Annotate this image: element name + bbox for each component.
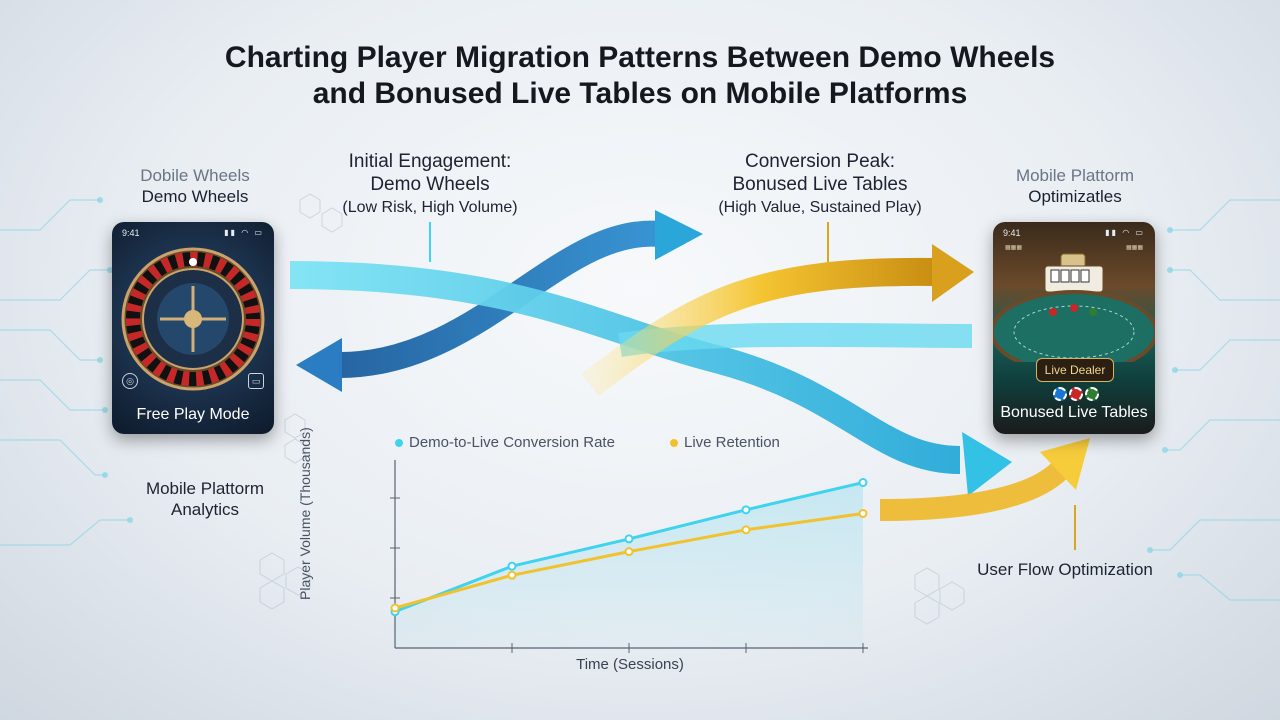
legend-label-conversion: Demo-to-Live Conversion Rate xyxy=(409,434,615,451)
area-fill xyxy=(395,482,863,648)
settings-button-icon[interactable]: ▦▦▦ xyxy=(1125,245,1143,251)
free-play-caption: Free Play Mode xyxy=(136,406,250,423)
page-title: Charting Player Migration Patterns Betwe… xyxy=(140,40,1140,112)
analytics-label: Mobile Plattorm Analytics xyxy=(105,478,305,520)
legend-label-retention: Live Retention xyxy=(684,434,780,451)
demo-wheels-header: Dobile Wheels Demo Wheels xyxy=(100,165,290,207)
title-line-2: and Bonused Live Tables on Mobile Platfo… xyxy=(312,77,968,110)
demo-to-live-arrow xyxy=(289,261,961,474)
data-point-retention xyxy=(390,603,400,613)
optimization-arrow xyxy=(879,461,1068,521)
user-flow-label: User Flow Optimization xyxy=(977,560,1153,579)
conversion-arrow xyxy=(581,257,936,397)
conversion-line-1: Conversion Peak: xyxy=(745,151,895,172)
green-chip-icon xyxy=(1085,387,1099,401)
conversion-arrowhead xyxy=(932,244,974,302)
data-point-retention xyxy=(741,525,751,535)
legend-swatch-conversion xyxy=(395,439,403,448)
data-point-retention xyxy=(624,547,634,557)
platform-line-1: Mobile Plattorm xyxy=(1015,166,1135,185)
initial-line-3: (Low Risk, High Volume) xyxy=(342,199,518,216)
card-icon[interactable]: ▭ xyxy=(248,373,264,389)
blue-chip-icon xyxy=(1053,387,1067,401)
demo-to-live-arrowhead xyxy=(962,432,1012,496)
data-point-retention xyxy=(858,508,868,518)
return-arrowhead-right xyxy=(655,210,703,260)
chip-icon[interactable]: ◎ xyxy=(122,373,138,389)
y-axis-label: Player Volume (Thousands) xyxy=(297,427,313,600)
data-point-conversion xyxy=(624,534,634,544)
demo-wheel-phone[interactable]: 9:41 ▮▮ ◠ ▭ ◎ ▭ Free Play Mode xyxy=(112,222,274,434)
conversion-peak-label: Conversion Peak: Bonused Live Tables (Hi… xyxy=(690,150,950,219)
conversion-line-2: Bonused Live Tables xyxy=(732,174,908,195)
conversion-line-3: (High Value, Sustained Play) xyxy=(718,199,922,216)
data-point-conversion xyxy=(858,478,868,488)
legend-item-retention: Live Retention xyxy=(670,434,780,451)
live-tables-caption: Bonused Live Tables xyxy=(1000,404,1148,421)
initial-engagement-label: Initial Engagement: Demo Wheels (Low Ris… xyxy=(320,150,540,219)
title-line-1: Charting Player Migration Patterns Betwe… xyxy=(224,41,1056,74)
header-line-2: Demo Wheels xyxy=(141,187,249,206)
data-point-retention xyxy=(507,570,517,580)
status-time: 9:41 xyxy=(1003,228,1021,238)
platform-header: Mobile Plattorm Optimizatles xyxy=(980,165,1170,207)
status-icons: ▮▮ ◠ ▭ xyxy=(224,228,264,237)
data-point-conversion xyxy=(507,561,517,571)
legend-item-conversion: Demo-to-Live Conversion Rate xyxy=(395,434,615,451)
analytics-line-2: Analytics xyxy=(170,500,240,519)
platform-line-2: Optimizatles xyxy=(1028,187,1122,206)
initial-line-2: Demo Wheels xyxy=(370,174,490,195)
blackjack-table-icon xyxy=(993,253,1155,362)
initial-line-1: Initial Engagement: xyxy=(348,151,512,172)
legend-swatch-retention xyxy=(670,439,678,448)
optimization-arrowhead xyxy=(1040,438,1090,490)
return-arrowhead-left xyxy=(296,338,342,392)
menu-button-icon[interactable]: ▦▦▦ xyxy=(1005,245,1023,251)
analytics-line-1: Mobile Plattorm xyxy=(145,479,265,498)
live-dealer-badge: Live Dealer xyxy=(1036,358,1114,382)
header-line-1: Dobile Wheels xyxy=(140,166,250,185)
status-icons: ▮▮ ◠ ▭ xyxy=(1105,228,1145,237)
data-point-conversion xyxy=(741,505,751,515)
red-chip-icon xyxy=(1069,387,1083,401)
x-axis-label: Time (Sessions) xyxy=(576,656,684,673)
status-time: 9:41 xyxy=(122,228,140,238)
roulette-wheel-icon xyxy=(121,247,265,391)
live-table-phone[interactable]: 9:41 ▮▮ ◠ ▭ ▦▦▦ ▦▦▦ Live Dealer Bonused … xyxy=(993,222,1155,434)
